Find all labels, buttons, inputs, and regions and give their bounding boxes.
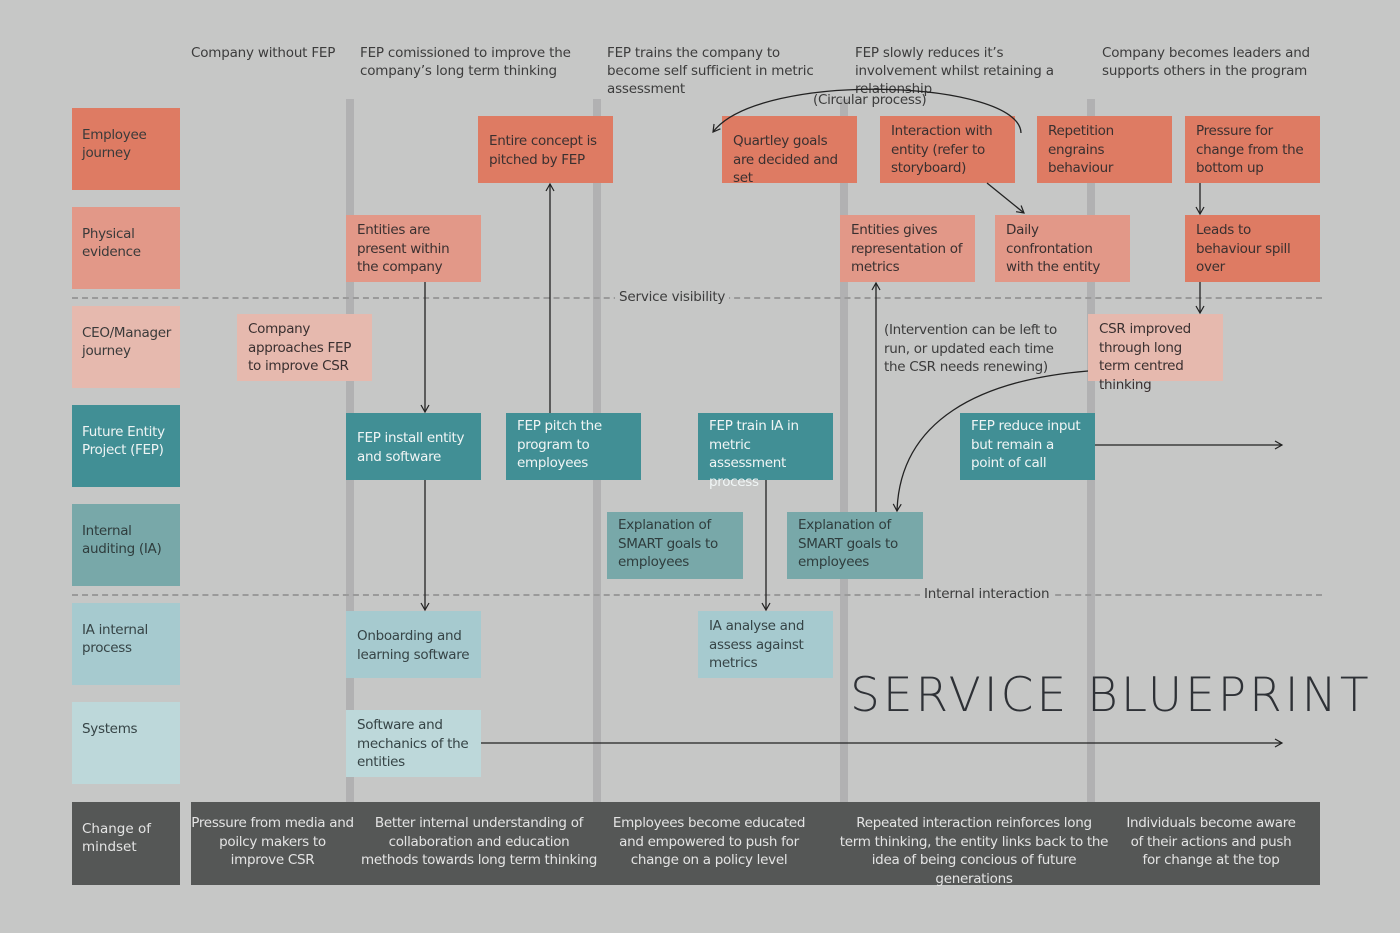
intervention-note: (Intervention can be left to run, or upd… xyxy=(884,322,1057,375)
card-concept-pitched: Entire concept is pitched by FEP xyxy=(478,116,613,183)
mindset-item-5: Individuals become aware of their action… xyxy=(1126,815,1296,868)
card-quarterly-goals: Quartley goals are decided and set xyxy=(722,116,857,186)
lane-fep: Future Entity Project (FEP) xyxy=(72,405,180,487)
card-fep-reduce: FEP reduce input but remain a point of c… xyxy=(960,413,1095,480)
mindset-item-1: Pressure from media and poilcy makers to… xyxy=(191,815,354,868)
internal-interaction-label: Internal interaction xyxy=(920,586,1054,602)
lane-systems: Systems xyxy=(72,702,180,784)
card-smart-goals-2: Explanation of SMART goals to employees xyxy=(787,512,923,579)
phase-header-5: Company becomes leaders and supports oth… xyxy=(1102,45,1310,79)
lane-internal-auditing: Internal auditing (IA) xyxy=(72,504,180,586)
lane-change-of-mindset: Change of mindset xyxy=(72,802,180,885)
circular-process-note: (Circular process) xyxy=(813,92,927,108)
lane-physical-evidence: Physical evidence xyxy=(72,207,180,289)
mindset-bar: Pressure from media and poilcy makers to… xyxy=(191,802,1320,887)
phase-header-2: FEP comissioned to improve the company’s… xyxy=(360,45,571,79)
card-pressure-bottom-up: Pressure for change from the bottom up xyxy=(1185,116,1320,183)
card-ia-analyse: IA analyse and assess against metrics xyxy=(698,611,833,678)
internal-interaction-line xyxy=(72,594,1322,596)
card-company-approaches: Company approaches FEP to improve CSR xyxy=(237,314,372,381)
card-software-mechanics: Software and mechanics of the entities xyxy=(346,710,481,777)
mindset-item-3: Employees become educated and empowered … xyxy=(612,815,806,868)
page-title: SERVICE BLUEPRINT xyxy=(850,668,1372,723)
card-daily-confrontation: Daily confrontation with the entity xyxy=(995,215,1130,282)
lane-employee-journey: Employee journey xyxy=(72,108,180,190)
card-entities-metrics: Entities gives representation of metrics xyxy=(840,215,975,282)
phase-header-3: FEP trains the company to become self su… xyxy=(607,45,814,97)
arrow-interaction-to-daily xyxy=(986,182,1025,214)
card-csr-improved: CSR improved through long term centred t… xyxy=(1088,314,1223,393)
card-fep-install: FEP install entity and software xyxy=(346,413,481,480)
card-repetition: Repetition engrains behaviour xyxy=(1037,116,1172,183)
lane-ia-internal-process: IA internal process xyxy=(72,603,180,685)
card-interaction-entity: Interaction with entity (refer to storyb… xyxy=(880,116,1015,183)
card-fep-train: FEP train IA in metric assessment proces… xyxy=(698,413,833,490)
phase-divider-3 xyxy=(840,99,848,803)
card-fep-pitch: FEP pitch the program to employees xyxy=(506,413,641,480)
card-smart-goals-1: Explanation of SMART goals to employees xyxy=(607,512,743,579)
phase-header-1: Company without FEP xyxy=(191,45,336,61)
mindset-item-4: Repeated interaction reinforces long ter… xyxy=(839,815,1109,887)
lane-ceo-manager-journey: CEO/Manager journey xyxy=(72,306,180,388)
service-visibility-label: Service visibility xyxy=(615,289,730,305)
phase-header-4: FEP slowly reduces it’s involvement whil… xyxy=(855,45,1054,97)
card-entities-present: Entities are present within the company xyxy=(346,215,481,282)
mindset-item-2: Better internal understanding of collabo… xyxy=(361,815,597,868)
card-onboarding: Onboarding and learning software xyxy=(346,611,481,678)
card-behaviour-spill: Leads to behaviour spill over xyxy=(1185,215,1320,282)
